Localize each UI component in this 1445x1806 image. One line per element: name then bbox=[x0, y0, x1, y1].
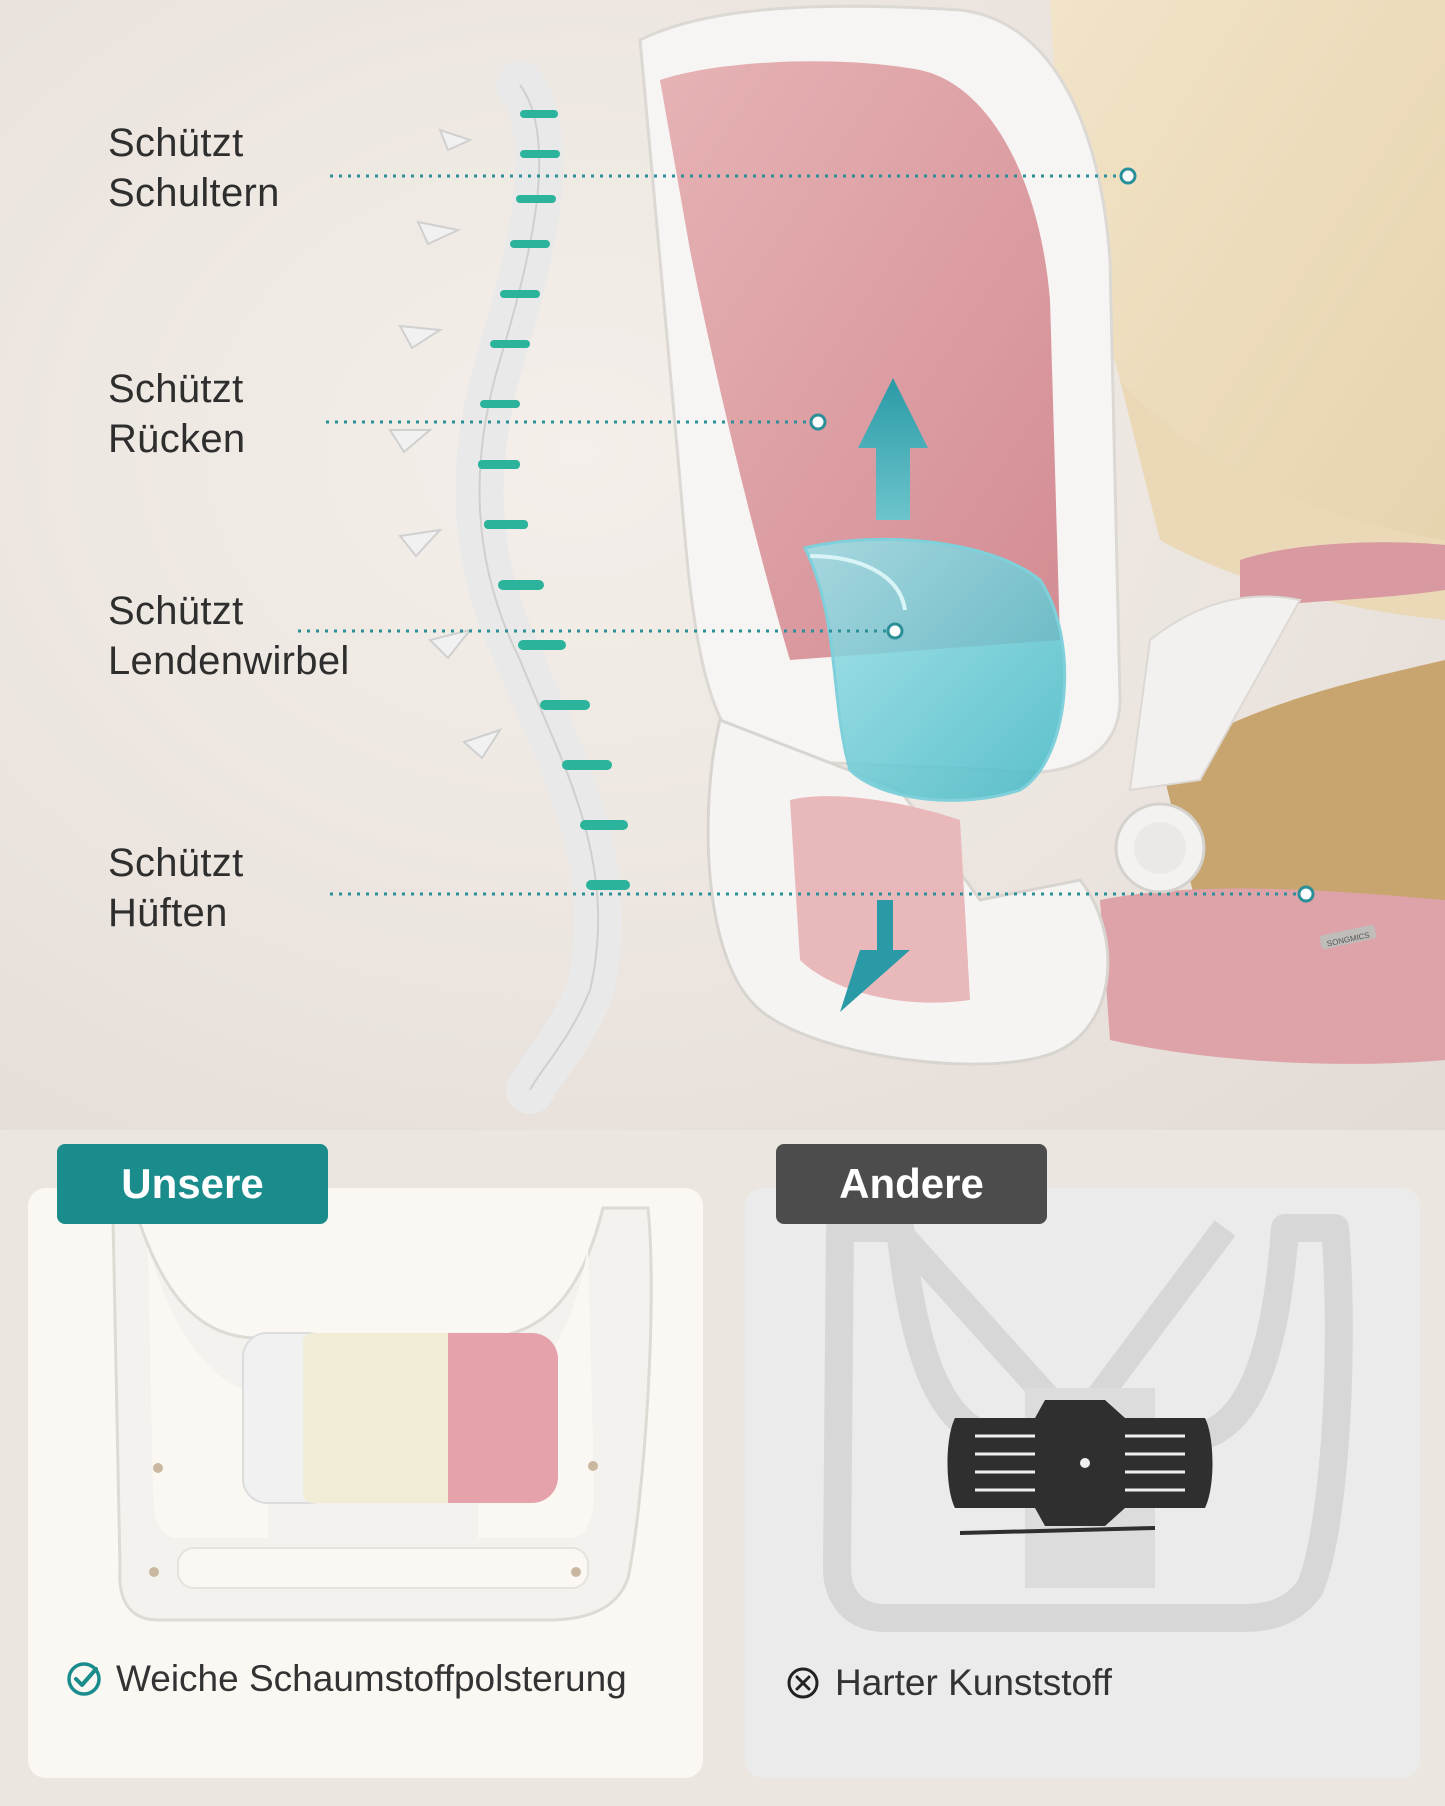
lumbar-marker bbox=[886, 622, 904, 640]
spine-illustration bbox=[388, 61, 630, 1114]
other-tag: Andere bbox=[776, 1144, 1047, 1224]
label-shoulders: Schützt Schultern bbox=[108, 118, 280, 218]
label-hips-line1: Schützt bbox=[108, 841, 244, 885]
ours-panel bbox=[28, 1188, 703, 1778]
x-circle-icon bbox=[787, 1667, 819, 1699]
label-shoulders-line1: Schützt bbox=[108, 121, 244, 165]
other-panel bbox=[745, 1188, 1420, 1778]
ours-tag: Unsere bbox=[57, 1144, 328, 1224]
ours-caption-text: Weiche Schaumstoffpolsterung bbox=[116, 1658, 627, 1699]
label-hips-line2: Hüften bbox=[108, 891, 228, 935]
label-lumbar-line1: Schützt bbox=[108, 589, 244, 633]
foam-lumbar-illustration bbox=[111, 1206, 653, 1622]
chair-spine-illustration: SONGMICS bbox=[298, 0, 1445, 1114]
label-shoulders-line2: Schultern bbox=[108, 171, 280, 215]
label-lumbar: Schützt Lendenwirbel bbox=[108, 586, 350, 686]
plastic-lumbar-illustration bbox=[823, 1214, 1353, 1632]
hero-illustration: SONGMICS bbox=[0, 0, 1445, 1130]
back-marker bbox=[809, 413, 827, 431]
check-circle-icon bbox=[67, 1662, 101, 1696]
label-back: Schützt Rücken bbox=[108, 364, 245, 464]
label-hips: Schützt Hüften bbox=[108, 838, 244, 938]
other-caption-text: Harter Kunststoff bbox=[835, 1662, 1112, 1703]
label-lumbar-line2: Lendenwirbel bbox=[108, 639, 350, 683]
ours-caption: Weiche Schaumstoffpolsterung bbox=[66, 1658, 627, 1700]
label-back-line1: Schützt bbox=[108, 367, 244, 411]
label-back-line2: Rücken bbox=[108, 417, 246, 461]
other-caption: Harter Kunststoff bbox=[785, 1662, 1112, 1704]
hip-marker bbox=[1297, 885, 1315, 903]
shoulder-marker bbox=[1119, 167, 1137, 185]
